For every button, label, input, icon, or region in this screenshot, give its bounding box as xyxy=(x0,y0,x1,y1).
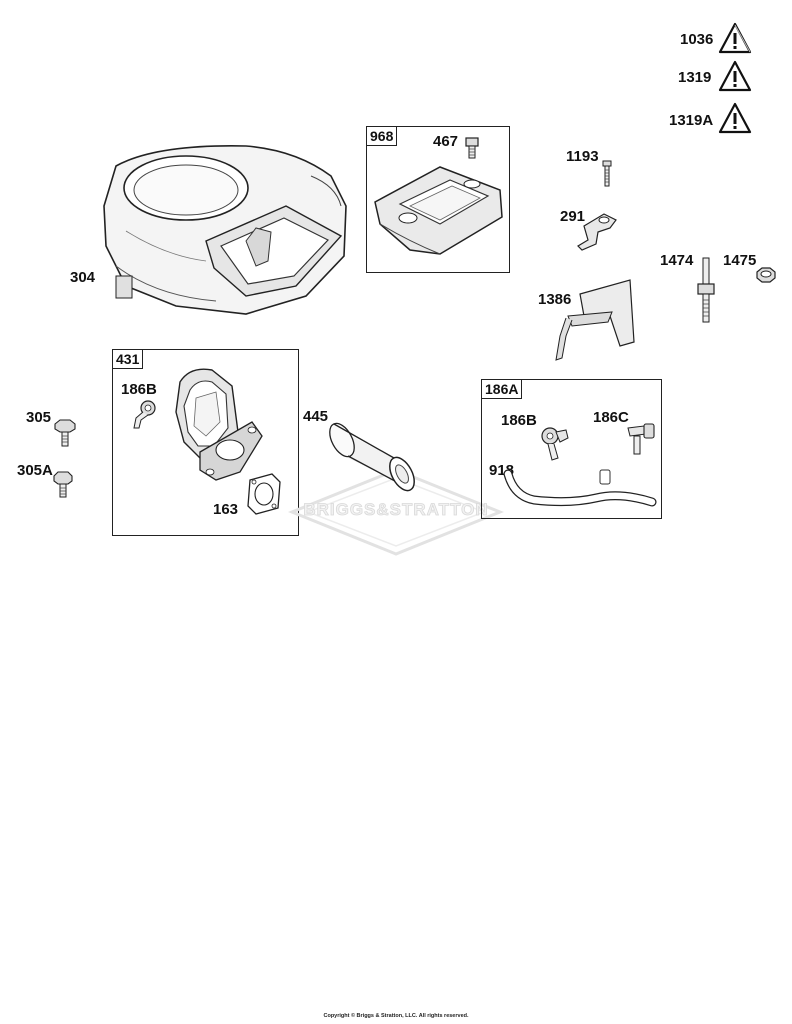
part-label-1386[interactable]: 1386 xyxy=(538,291,572,308)
copyright-text: Copyright © Briggs & Stratton, LLC. All … xyxy=(323,1013,469,1019)
part-label-186B-kit[interactable]: 186B xyxy=(501,412,537,429)
elbow-fitting-illustration[interactable] xyxy=(124,396,160,432)
kit-label-186A[interactable]: 186A xyxy=(481,379,523,399)
briggs-stratton-watermark-logo xyxy=(288,468,504,556)
blower-housing-illustration[interactable] xyxy=(96,136,356,326)
screw-illustration[interactable] xyxy=(52,470,74,500)
warning-label-1036[interactable]: 1036 xyxy=(680,31,714,48)
hose-illustration[interactable] xyxy=(500,469,660,514)
warning-triangle-icon xyxy=(718,22,752,54)
kit-box-431: 431 xyxy=(112,349,299,536)
nut-illustration[interactable] xyxy=(754,266,778,284)
hose-clamp-illustration[interactable] xyxy=(598,468,612,486)
kit-label-968[interactable]: 968 xyxy=(366,126,398,146)
watermark-text: BRIGGS&STRATTON xyxy=(303,500,489,520)
part-label-186C[interactable]: 186C xyxy=(593,409,629,426)
part-label-163[interactable]: 163 xyxy=(213,501,239,518)
bracket-illustration[interactable] xyxy=(574,206,624,256)
elbow-fitting-illustration[interactable] xyxy=(534,424,574,464)
screw-illustration[interactable] xyxy=(460,136,484,162)
kit-box-186A: 186A xyxy=(481,379,662,519)
part-label-291[interactable]: 291 xyxy=(560,208,586,225)
air-cleaner-cover-illustration[interactable] xyxy=(370,162,510,262)
part-label-186B[interactable]: 186B xyxy=(121,381,157,398)
stud-illustration[interactable] xyxy=(694,256,718,326)
kit-box-968: 968 xyxy=(366,126,510,273)
part-label-305A[interactable]: 305A xyxy=(17,462,53,479)
bolt-illustration[interactable] xyxy=(600,160,614,188)
gasket-illustration[interactable] xyxy=(242,470,286,518)
kit-label-431[interactable]: 431 xyxy=(112,349,144,369)
warning-label-1319A[interactable]: 1319A xyxy=(669,112,714,129)
air-baffle-illustration[interactable] xyxy=(548,276,640,368)
part-label-305[interactable]: 305 xyxy=(26,409,52,426)
warning-triangle-icon xyxy=(718,60,752,92)
part-label-445[interactable]: 445 xyxy=(303,408,329,425)
part-label-467[interactable]: 467 xyxy=(433,133,459,150)
fitting-illustration[interactable] xyxy=(624,420,660,458)
part-label-304[interactable]: 304 xyxy=(70,269,96,286)
part-label-1475[interactable]: 1475 xyxy=(723,252,757,269)
part-label-1193[interactable]: 1193 xyxy=(566,148,599,165)
part-label-1474[interactable]: 1474 xyxy=(660,252,694,269)
warning-triangle-icon xyxy=(718,102,752,134)
screw-illustration[interactable] xyxy=(52,418,78,448)
warning-label-1319[interactable]: 1319 xyxy=(678,69,712,86)
air-cleaner-base-illustration[interactable] xyxy=(170,362,270,492)
air-filter-cartridge-illustration[interactable] xyxy=(318,412,418,496)
